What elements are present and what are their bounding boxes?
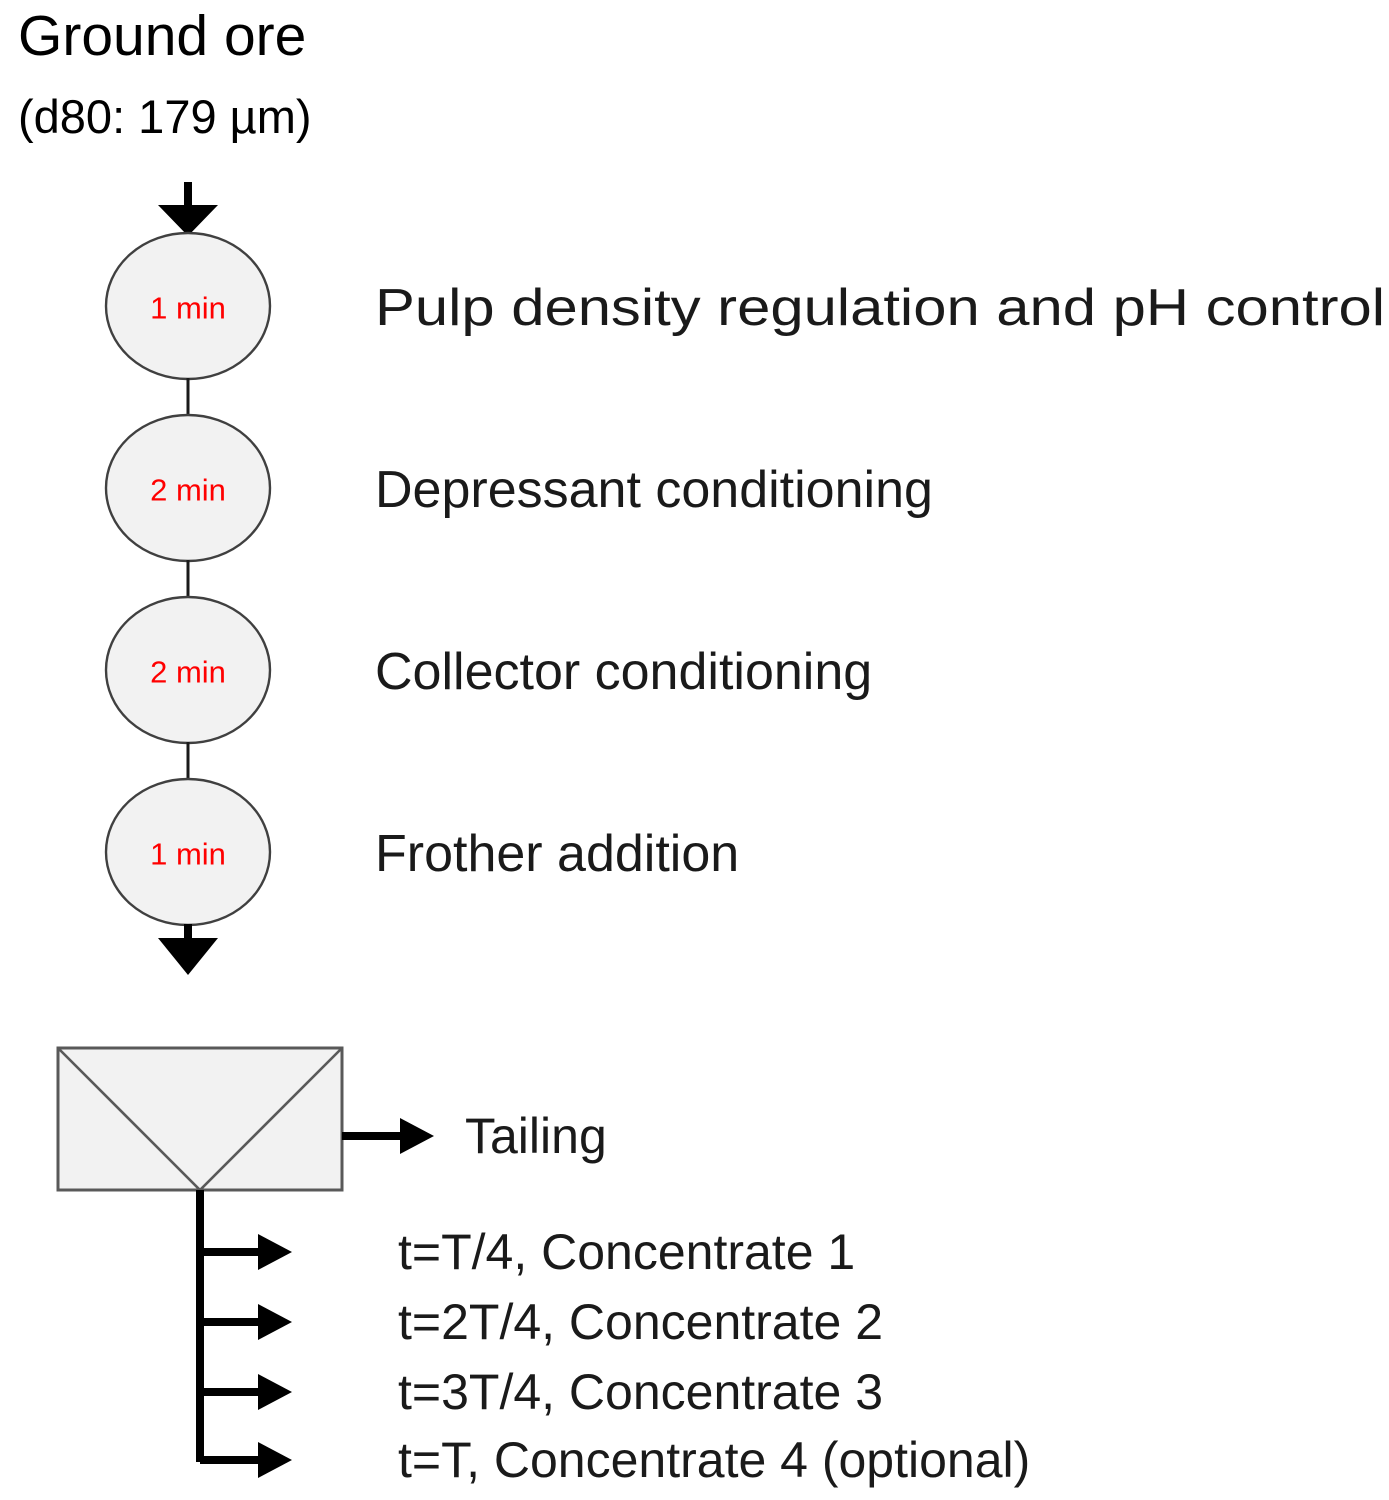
concentrate-branch-3 [200, 1374, 292, 1410]
node-time-2: 2 min [150, 473, 226, 508]
node-time-1: 1 min [150, 291, 226, 326]
flotation-cell[interactable] [56, 1046, 344, 1192]
flotation-cell-body [56, 1046, 344, 1192]
step-label-2: Depressant conditioning [375, 461, 933, 519]
concentrate-branch-2 [200, 1304, 292, 1340]
conditioning-node-3[interactable]: 2 min [104, 595, 272, 745]
concentrate-label-4: t=T, Concentrate 4 (optional) [398, 1432, 1030, 1488]
concentrate-label-1: t=T/4, Concentrate 1 [398, 1224, 855, 1280]
step-label-4: Frother addition [375, 825, 739, 883]
step-label-1: Pulp density regulation and pH control [375, 279, 1385, 337]
tailing-arrow [342, 1118, 434, 1154]
feed-subtitle: (d80: 179 µm) [18, 90, 312, 143]
tailing-label: Tailing [465, 1108, 607, 1164]
cell-inlet-arrow [158, 924, 218, 975]
node-time-4: 1 min [150, 837, 226, 872]
conditioning-node-1[interactable]: 1 min [104, 231, 272, 381]
feed-title: Ground ore [18, 4, 306, 68]
concentrate-label-3: t=3T/4, Concentrate 3 [398, 1364, 883, 1420]
concentrate-branch-4 [200, 1442, 292, 1478]
conditioning-node-4[interactable]: 1 min [104, 777, 272, 927]
node-time-3: 2 min [150, 655, 226, 690]
feed-inlet-arrow [158, 182, 218, 236]
concentrate-branch-1 [200, 1234, 292, 1270]
step-label-3: Collector conditioning [375, 643, 872, 701]
conditioning-node-2[interactable]: 2 min [104, 413, 272, 563]
concentrate-label-2: t=2T/4, Concentrate 2 [398, 1294, 883, 1350]
